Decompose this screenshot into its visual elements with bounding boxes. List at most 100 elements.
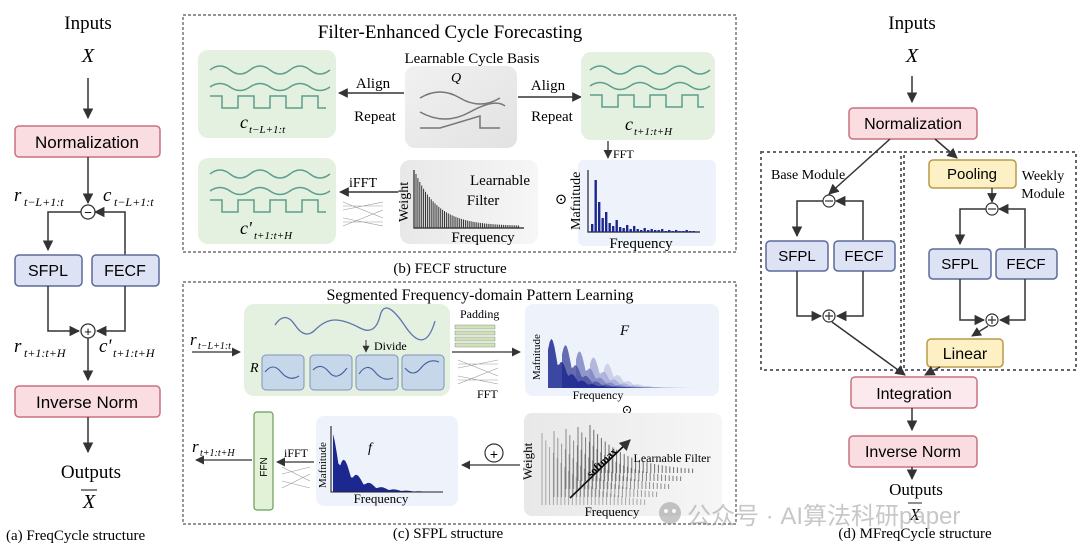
- svg-text:t+1:t+H: t+1:t+H: [634, 126, 673, 138]
- svg-text:t+1:t+H: t+1:t+H: [200, 448, 235, 459]
- svg-text:t+1:t+H: t+1:t+H: [113, 346, 156, 360]
- fecf-label-d2: FECF: [1006, 256, 1045, 273]
- f-small-label: f: [368, 441, 374, 456]
- divide-label: Divide: [374, 339, 407, 353]
- fecf-title: Filter-Enhanced Cycle Forecasting: [318, 22, 583, 43]
- ifft-label-c: iFFT: [284, 446, 309, 460]
- linear-block: [926, 338, 1004, 368]
- cycle-future-panel: [581, 52, 715, 140]
- wechat-icon: [659, 502, 681, 524]
- panel-b-fecf: Filter-Enhanced Cycle Forecasting Learna…: [182, 14, 737, 277]
- frequency-label-b2: Frequency: [609, 236, 673, 252]
- magnitude-axis-label-c2: Mafnitude: [317, 442, 329, 488]
- caption-a: (a) FreqCycle structure: [6, 528, 145, 544]
- fecf-frame: [182, 14, 737, 253]
- svg-text:+: +: [490, 446, 498, 462]
- watermark-text: 公众号 · AI算法科研paper: [687, 503, 960, 530]
- svg-text:t−L+1:t: t−L+1:t: [198, 341, 231, 352]
- normalization-block-d: [848, 107, 978, 140]
- normalization-label-d: Normalization: [864, 116, 962, 133]
- weight-axis-label-b: Weight: [397, 182, 412, 222]
- padding-label: Padding: [460, 307, 499, 321]
- sfpl-title: Segmented Frequency-domain Pattern Learn…: [326, 287, 633, 304]
- cycle-spectrum-panel: [578, 160, 716, 246]
- series-curve: [274, 307, 436, 341]
- elementwise-product-b: ⊙: [555, 192, 568, 208]
- cycle-output-panel: [198, 158, 336, 244]
- panel-d-mfreqcycle: Inputs X Normalization Base Module Weekl…: [760, 13, 1077, 542]
- c-input-label: c t−L+1:t: [103, 185, 154, 209]
- learnable-filter-label-c: Learnable Filter: [634, 451, 711, 465]
- filter-label: Filter: [467, 193, 500, 209]
- inverse-norm-block-d: [848, 435, 978, 468]
- sfpl-label-d1: SFPL: [778, 248, 816, 265]
- normalization-label: Normalization: [35, 133, 139, 152]
- svg-text:t+1:t+H: t+1:t+H: [24, 346, 67, 360]
- f-large-label: F: [619, 323, 630, 339]
- ffn-block: [253, 411, 274, 511]
- svg-text:t+1:t+H: t+1:t+H: [254, 230, 293, 242]
- ffn-label: FFN: [259, 457, 270, 476]
- panel-c-sfpl: Segmented Frequency-domain Pattern Learn…: [182, 281, 737, 542]
- inverse-norm-label: Inverse Norm: [36, 393, 138, 412]
- sfpl-label-d2: SFPL: [941, 256, 979, 273]
- learnable-label: Learnable: [470, 173, 530, 189]
- outputs-label-d: Outputs: [889, 480, 943, 499]
- r-output-label: r t+1:t+H: [14, 336, 67, 360]
- base-module-label: Base Module: [771, 168, 845, 183]
- svg-text:c: c: [103, 185, 112, 206]
- cycle-spectrum-bars: [591, 180, 695, 232]
- filter-curve: [415, 174, 520, 228]
- svg-text:−: −: [84, 205, 92, 220]
- watermark: 公众号 · AI算法科研paper: [659, 502, 960, 530]
- cycle-basis-waves: [419, 91, 506, 129]
- repeat-left-label: Repeat: [354, 109, 396, 125]
- align-left-label: Align: [356, 76, 391, 92]
- caption-b: (b) FECF structure: [393, 261, 507, 277]
- inputs-label-d: Inputs: [888, 13, 936, 34]
- c-prime-label: c': [240, 218, 253, 238]
- r-input-label: r t−L+1:t: [14, 185, 64, 209]
- c-history-label: c: [240, 112, 248, 132]
- svg-text:t−L+1:t: t−L+1:t: [114, 195, 154, 209]
- aggregated-spectrum-area: [330, 426, 443, 493]
- aggregate-operator: [484, 443, 504, 463]
- fft-butterfly-c: [457, 359, 499, 385]
- sfpl-label: SFPL: [28, 263, 68, 280]
- cycle-output-waves: [209, 169, 331, 213]
- fecf-label: FECF: [104, 263, 146, 280]
- r-input-label-c: r t−L+1:t: [190, 330, 231, 352]
- inputs-label: Inputs: [64, 13, 112, 34]
- segment-boxes: [261, 354, 445, 391]
- caption-c: (c) SFPL structure: [393, 526, 504, 542]
- linear-label: Linear: [943, 346, 988, 363]
- svg-text:r: r: [192, 437, 199, 456]
- fecf-block-d2: [995, 248, 1058, 280]
- svg-text:t−L+1:t: t−L+1:t: [249, 124, 286, 136]
- svg-text:r: r: [14, 185, 22, 206]
- integration-block: [850, 376, 978, 409]
- elementwise-product-c: ⊙: [622, 402, 633, 417]
- c-future-label: c: [625, 114, 633, 134]
- frequency-label-c1: Frequency: [573, 388, 624, 402]
- ifft-butterfly-b: [342, 201, 384, 227]
- segment-spectrum-stack: [548, 338, 700, 388]
- fft-label-c: FFT: [477, 387, 498, 401]
- r-output-label-c: r t+1:t+H: [192, 437, 235, 459]
- pooling-block: [928, 159, 1017, 189]
- input-x-symbol-d: X: [905, 45, 919, 67]
- align-right-label: Align: [531, 78, 566, 94]
- integration-label: Integration: [876, 386, 952, 403]
- sfpl-frame: [182, 281, 737, 525]
- padding-strips: [454, 324, 496, 348]
- output-x-bar-symbol: X: [82, 491, 96, 513]
- q-symbol: Q: [451, 71, 461, 86]
- softmax-filter-stack: [541, 425, 694, 505]
- magnitude-axis-label-b: Mafnitude: [569, 172, 584, 230]
- frequency-label-c2: Frequency: [585, 504, 640, 519]
- c-output-label: c' t+1:t+H: [99, 336, 156, 360]
- base-module-frame: [760, 151, 902, 371]
- r-matrix-label: R: [249, 361, 259, 376]
- cycle-basis-label: Learnable Cycle Basis: [405, 51, 540, 67]
- weekly-label-1: Weekly: [1022, 169, 1064, 184]
